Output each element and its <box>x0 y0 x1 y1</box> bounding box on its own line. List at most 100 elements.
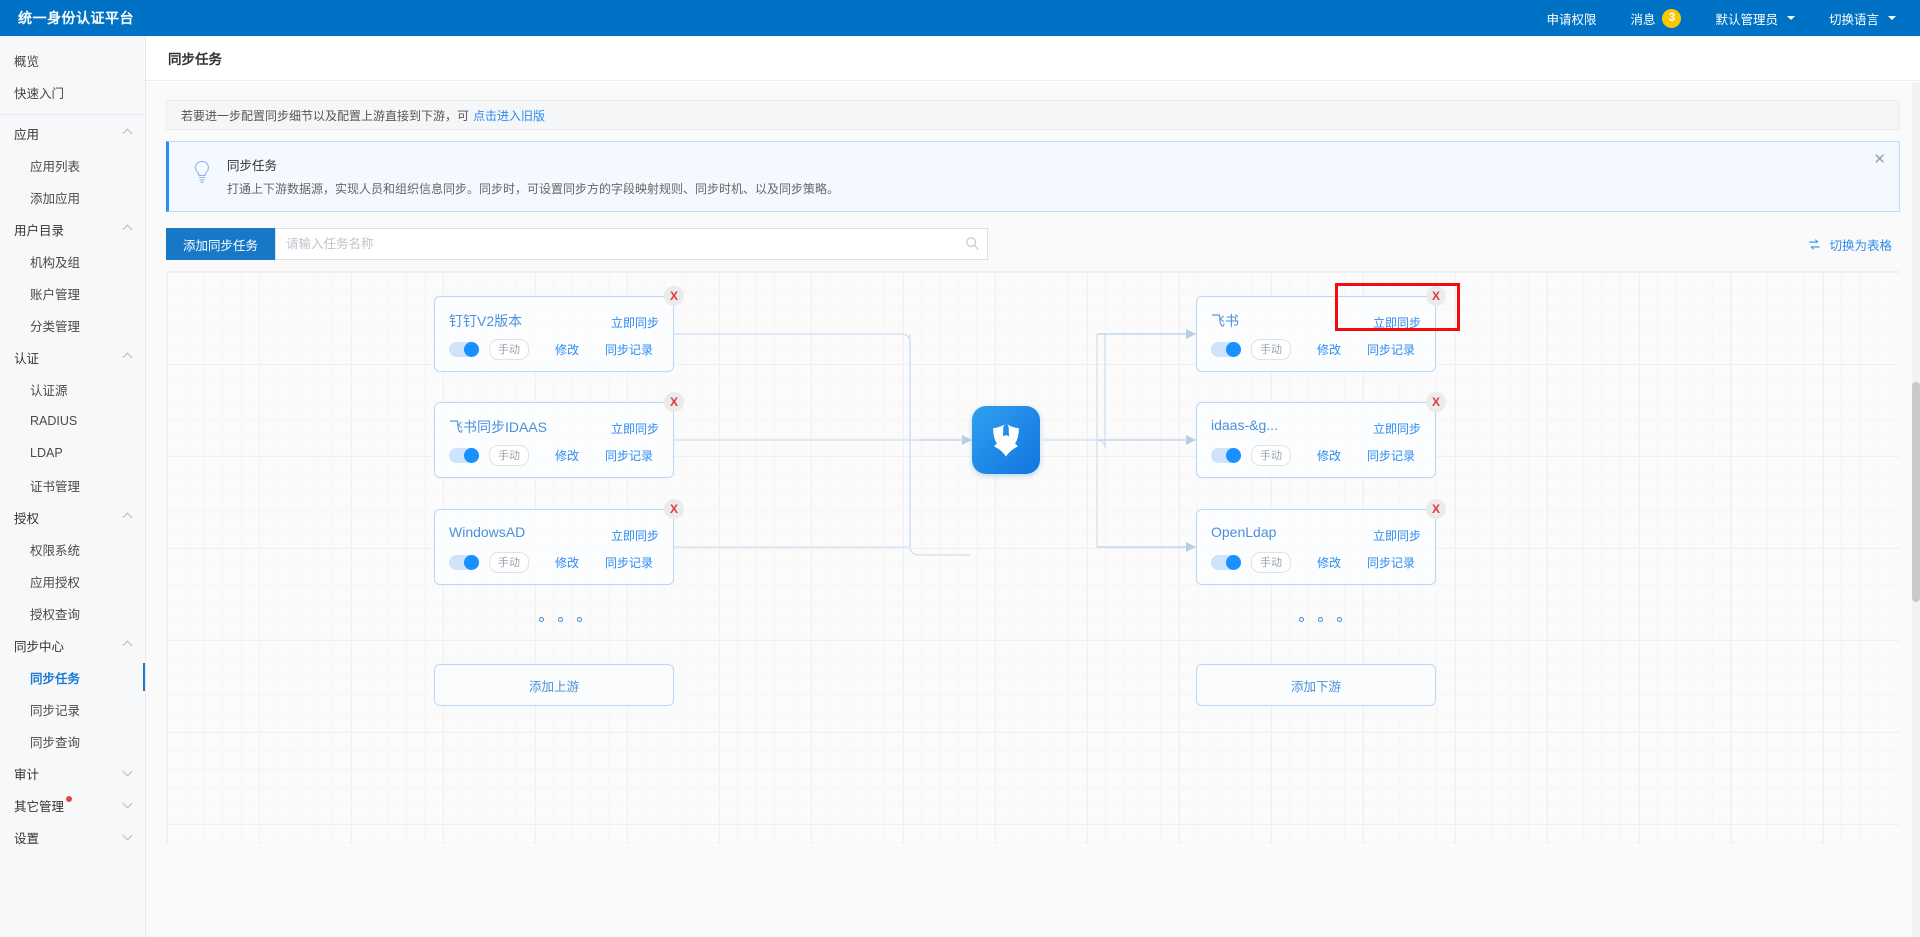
idaas-hub-node[interactable] <box>972 406 1040 475</box>
chevron-down-icon <box>123 800 133 810</box>
top-nav: 申请权限 消息 3 默认管理员 切换语言 <box>1546 8 1920 28</box>
top-header: 统一身份认证平台 申请权限 消息 3 默认管理员 切换语言 <box>0 0 1920 36</box>
sidebar-group-label: 审计 <box>14 767 40 782</box>
edit-link[interactable]: 修改 <box>1317 343 1342 358</box>
sidebar-group-authorization[interactable]: 授权 <box>0 501 145 533</box>
flow-node-upstream-1[interactable]: 钉钉V2版本 立即同步 手动 修改 同步记录 X <box>434 286 684 373</box>
vertical-scrollbar[interactable] <box>1912 82 1920 937</box>
sidebar-item-account-mgmt[interactable]: 账户管理 <box>0 277 145 309</box>
nav-language-label: 切换语言 <box>1828 12 1879 27</box>
chevron-up-icon <box>123 512 133 522</box>
sidebar-item-certificate-mgmt[interactable]: 证书管理 <box>0 469 145 501</box>
add-upstream-button[interactable]: 添加上游 <box>434 664 674 707</box>
sidebar-item-org-groups[interactable]: 机构及组 <box>0 245 145 277</box>
edit-link[interactable]: 修改 <box>555 556 580 571</box>
sidebar-item-label: 应用列表 <box>30 159 81 174</box>
sidebar-group-audit[interactable]: 审计 <box>0 757 145 789</box>
search-wrapper <box>275 228 989 261</box>
app-brand-title: 统一身份认证平台 <box>18 10 134 26</box>
edit-link[interactable]: 修改 <box>1317 449 1342 464</box>
sidebar-item-label: 同步任务 <box>30 671 81 686</box>
sidebar-group-settings[interactable]: 设置 <box>0 821 145 853</box>
sidebar-item-app-authorization[interactable]: 应用授权 <box>0 565 145 597</box>
sync-now-link[interactable]: 立即同步 <box>1372 422 1421 437</box>
sidebar-group-sync-center[interactable]: 同步中心 <box>0 629 145 661</box>
legacy-version-link[interactable]: 点击进入旧版 <box>473 108 546 123</box>
nav-language-menu[interactable]: 切换语言 <box>1829 9 1896 28</box>
page-title: 同步任务 <box>168 52 222 67</box>
sync-record-link[interactable]: 同步记录 <box>1367 449 1416 464</box>
more-upstream-dots <box>539 617 582 623</box>
flow-node-downstream-3[interactable]: OpenLdap 立即同步 手动 修改 同步记录 X <box>1196 499 1446 586</box>
legacy-tip-text: 若要进一步配置同步细节以及配置上游直接到下游，可 <box>181 108 470 123</box>
sidebar-item-label: 快速入门 <box>14 86 65 101</box>
flow-edges <box>674 329 1196 557</box>
sidebar-item-permission-system[interactable]: 权限系统 <box>0 533 145 565</box>
sidebar-item-sync-query[interactable]: 同步查询 <box>0 725 145 757</box>
delete-node-icon[interactable]: X <box>1426 499 1446 520</box>
sidebar-item-overview[interactable]: 概览 <box>0 44 145 76</box>
delete-node-icon[interactable]: X <box>664 392 684 413</box>
node-footer: 手动 修改 同步记录 <box>1211 552 1423 574</box>
search-icon[interactable] <box>965 236 979 251</box>
sidebar-item-quickstart[interactable]: 快速入门 <box>0 76 145 108</box>
flow-node-downstream-1[interactable]: 飞书 立即同步 手动 修改 同步记录 X <box>1196 286 1446 373</box>
sidebar-item-add-app[interactable]: 添加应用 <box>0 181 145 213</box>
sidebar-item-authorization-query[interactable]: 授权查询 <box>0 597 145 629</box>
nav-messages[interactable]: 消息 3 <box>1630 8 1682 28</box>
delete-node-icon[interactable]: X <box>664 286 684 307</box>
sidebar-group-other-mgmt[interactable]: 其它管理 <box>0 789 145 821</box>
enable-toggle[interactable] <box>449 448 479 464</box>
sync-now-link[interactable]: 立即同步 <box>610 529 659 544</box>
enable-toggle[interactable] <box>1211 555 1241 571</box>
delete-node-icon[interactable]: X <box>1426 392 1446 413</box>
nav-admin-menu[interactable]: 默认管理员 <box>1715 9 1795 28</box>
more-downstream-dots <box>1299 617 1342 623</box>
edit-link[interactable]: 修改 <box>1317 556 1342 571</box>
sync-now-link[interactable]: 立即同步 <box>1372 529 1421 544</box>
sidebar-group-user-directory[interactable]: 用户目录 <box>0 213 145 245</box>
sidebar-item-app-list[interactable]: 应用列表 <box>0 149 145 181</box>
edit-link[interactable]: 修改 <box>555 343 580 358</box>
sync-now-link[interactable]: 立即同步 <box>1372 316 1421 331</box>
dot-icon <box>1299 617 1304 623</box>
sidebar-item-ldap[interactable]: LDAP <box>0 437 145 469</box>
enable-toggle[interactable] <box>1211 342 1241 358</box>
sidebar-item-auth-source[interactable]: 认证源 <box>0 373 145 405</box>
sidebar-item-label: 分类管理 <box>30 319 81 334</box>
add-sync-task-button[interactable]: 添加同步任务 <box>166 228 276 261</box>
search-input[interactable] <box>275 228 989 261</box>
flow-node-upstream-3[interactable]: WindowsAD 立即同步 手动 修改 同步记录 X <box>434 499 684 586</box>
sync-flow-canvas[interactable]: 钉钉V2版本 立即同步 手动 修改 同步记录 X 飞书同步IDAAS 立即同步 … <box>166 271 1900 845</box>
sync-now-link[interactable]: 立即同步 <box>610 422 659 437</box>
sidebar-item-sync-records[interactable]: 同步记录 <box>0 693 145 725</box>
info-alert: 同步任务 打通上下游数据源，实现人员和组织信息同步。同步时，可设置同步方的字段映… <box>166 141 1900 213</box>
edit-link[interactable]: 修改 <box>555 449 580 464</box>
sync-record-link[interactable]: 同步记录 <box>1367 343 1416 358</box>
sidebar-item-category-mgmt[interactable]: 分类管理 <box>0 309 145 341</box>
flow-node-downstream-2[interactable]: idaas-&g... 立即同步 手动 修改 同步记录 X <box>1196 392 1446 479</box>
sync-record-link[interactable]: 同步记录 <box>1367 556 1416 571</box>
close-icon[interactable]: ✕ <box>1873 151 1886 168</box>
delete-node-icon[interactable]: X <box>1426 286 1446 307</box>
nav-apply-permission[interactable]: 申请权限 <box>1546 9 1596 28</box>
enable-toggle[interactable] <box>1211 448 1241 464</box>
sync-now-link[interactable]: 立即同步 <box>610 316 659 331</box>
switch-to-table-button[interactable]: 切换为表格 <box>1808 235 1900 254</box>
sidebar-group-authentication[interactable]: 认证 <box>0 341 145 373</box>
sidebar-group-applications[interactable]: 应用 <box>0 117 145 149</box>
enable-toggle[interactable] <box>449 342 479 358</box>
sync-record-link[interactable]: 同步记录 <box>605 556 654 571</box>
add-downstream-label: 添加下游 <box>1290 679 1341 694</box>
delete-node-icon[interactable]: X <box>664 499 684 520</box>
sidebar-item-sync-tasks[interactable]: 同步任务 <box>0 661 145 693</box>
sync-record-link[interactable]: 同步记录 <box>605 449 654 464</box>
sync-record-link[interactable]: 同步记录 <box>605 343 654 358</box>
flow-node-upstream-2[interactable]: 飞书同步IDAAS 立即同步 手动 修改 同步记录 X <box>434 392 684 479</box>
enable-toggle[interactable] <box>449 555 479 571</box>
sidebar-item-radius[interactable]: RADIUS <box>0 405 145 437</box>
scrollbar-thumb[interactable] <box>1912 382 1920 602</box>
add-downstream-button[interactable]: 添加下游 <box>1196 664 1436 707</box>
sidebar-item-label: 认证源 <box>30 383 68 398</box>
nav-apply-permission-label: 申请权限 <box>1546 12 1597 27</box>
